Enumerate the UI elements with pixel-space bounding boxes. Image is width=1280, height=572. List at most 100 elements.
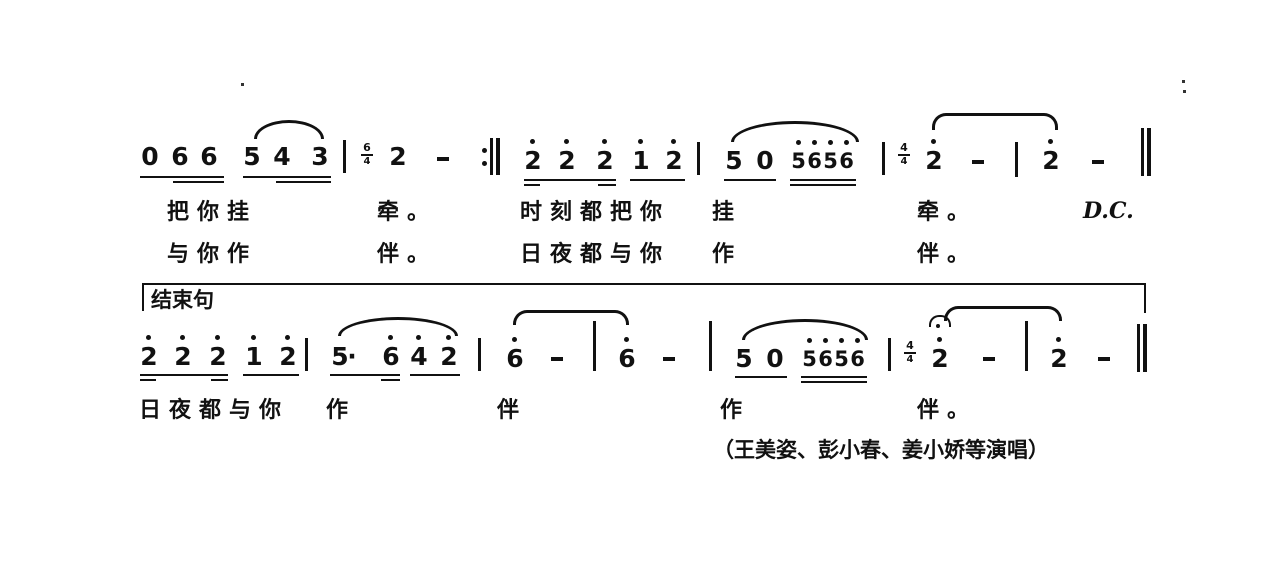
underline [790,179,856,181]
underline [211,379,228,381]
note: 2 [1050,344,1068,373]
octave-dot [844,140,849,145]
underline [243,374,299,376]
ts-den: 4 [898,154,910,167]
performer-credit: （王美姿、彭小春、姜小娇等演唱） [713,438,1049,462]
barline [697,142,700,175]
note: 2 [931,344,949,373]
octave-dot [215,335,220,340]
note: 5 [834,347,849,371]
underline [140,374,228,376]
barline [1015,142,1018,177]
underline [801,376,867,378]
repeat-dot [482,148,487,153]
note: 2 [440,342,458,371]
note: 5 [802,347,817,371]
octave-dot [812,140,817,145]
barline [1025,321,1028,371]
speck [1182,80,1185,83]
octave-dot [828,140,833,145]
underline [276,181,331,183]
barline-thick [1143,324,1147,372]
speck [1183,90,1186,93]
ts-den: 4 [361,154,373,167]
slur [338,317,458,336]
note: 2 [665,146,683,175]
lyric: 把你挂 [167,200,258,225]
note: 6 [618,344,636,373]
underline [630,179,685,181]
barline [593,321,596,371]
ts-num: 4 [900,141,908,154]
underline [173,181,224,183]
note: 2 [140,342,158,371]
bracket-left [142,283,144,311]
note: 2 [925,146,943,175]
note: 5 [725,146,743,175]
dot-extension: · [347,342,357,371]
underline [410,374,460,376]
slur [731,121,859,142]
barline [490,138,493,175]
octave-dot [638,139,643,144]
note: 2 [558,146,576,175]
note: 6 [839,149,854,173]
octave-dot [671,139,676,144]
octave-dot [931,139,936,144]
barline-thick [496,138,500,175]
octave-dot [388,335,393,340]
note: 2 [209,342,227,371]
octave-dot [855,338,860,343]
note: 2 [389,142,407,171]
fermata-icon [929,315,951,327]
note: 0 [141,142,159,171]
barline [305,338,308,371]
lyric: 作 [712,242,735,267]
section-label: 结束句 [151,288,214,312]
note: 2 [524,146,542,175]
underline [243,176,331,178]
barline [343,140,346,173]
dash [551,357,563,361]
note: 5 [735,344,753,373]
note: 2 [279,342,297,371]
octave-dot [807,338,812,343]
note: 1 [245,342,263,371]
dash [983,357,995,361]
underline [381,379,400,381]
dash [663,357,675,361]
underline [140,176,224,178]
barline [1137,324,1140,372]
lyric: 日夜都与你 [139,398,290,423]
octave-dot [285,335,290,340]
dash [972,160,984,164]
note: 6 [171,142,189,171]
note: 6 [506,344,524,373]
dash [1098,357,1110,361]
lyric: 挂 [712,200,735,225]
octave-dot [602,139,607,144]
note: 3 [311,142,329,171]
speck [241,83,244,86]
underline [801,381,867,383]
note: 6 [818,347,833,371]
ts-den: 4 [904,352,916,365]
barline [478,338,481,371]
underline [524,184,540,186]
octave-dot [823,338,828,343]
note: 5 [243,142,261,171]
octave-dot [512,337,517,342]
octave-dot [530,139,535,144]
lyric: 与你作 [167,242,258,267]
note: 1 [632,146,650,175]
bracket-right [1144,283,1146,313]
octave-dot [1056,337,1061,342]
lyric: 伴。 [917,242,978,267]
ts-num: 4 [906,339,914,352]
octave-dot [251,335,256,340]
dash [1092,160,1104,164]
underline [724,179,776,181]
octave-dot [564,139,569,144]
